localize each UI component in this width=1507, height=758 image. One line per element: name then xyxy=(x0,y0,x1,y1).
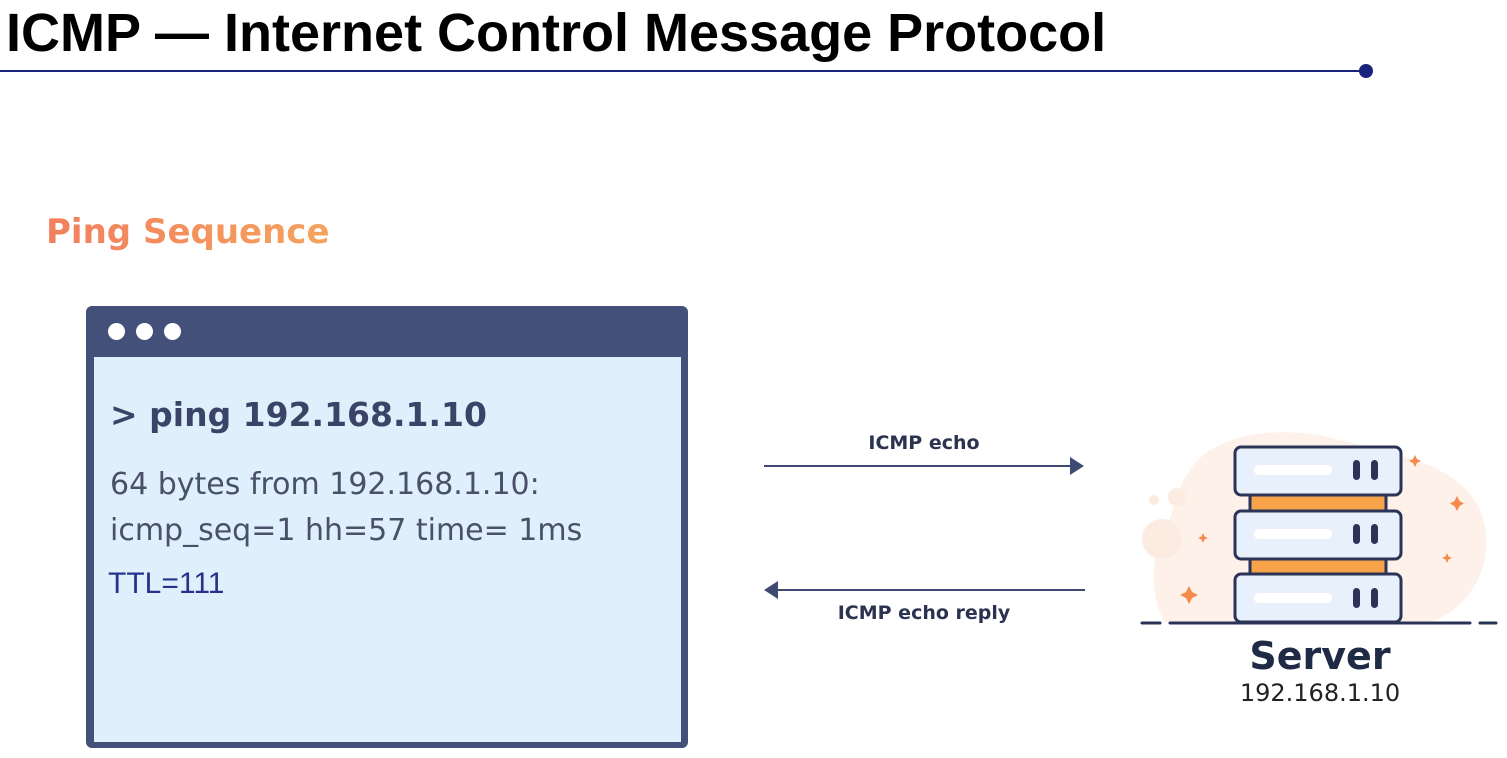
echo-request-label: ICMP echo xyxy=(868,432,980,454)
server-ip: 192.168.1.10 xyxy=(1239,679,1401,707)
left-arrow-icon xyxy=(764,581,1085,599)
server-unit xyxy=(1233,572,1403,624)
window-dot xyxy=(136,323,153,340)
server-label: Server xyxy=(1249,634,1391,678)
title-underline-dot xyxy=(1359,64,1373,78)
title-underline xyxy=(0,70,1366,72)
server-unit xyxy=(1233,445,1403,497)
terminal-window: > ping 192.168.1.10 64 bytes from 192.16… xyxy=(86,306,688,748)
window-dot xyxy=(108,323,125,340)
terminal-output-line: icmp_seq=1 hh=57 time= 1ms xyxy=(110,513,583,548)
terminal-body: > ping 192.168.1.10 64 bytes from 192.16… xyxy=(94,357,681,742)
server-unit xyxy=(1233,509,1403,561)
section-title: Ping Sequence xyxy=(46,212,330,252)
terminal-output-line: 64 bytes from 192.168.1.10: xyxy=(110,467,540,502)
terminal-command: > ping 192.168.1.10 xyxy=(110,395,487,434)
sparkle-icon xyxy=(1180,455,1464,604)
page-title: ICMP — Internet Control Message Protocol xyxy=(6,3,1107,63)
terminal-ttl-line: TTL=111 xyxy=(108,567,225,600)
echo-reply-label: ICMP echo reply xyxy=(837,602,1011,624)
right-arrow-icon xyxy=(764,457,1084,475)
window-dot xyxy=(164,323,181,340)
window-dots-icon xyxy=(108,323,181,340)
